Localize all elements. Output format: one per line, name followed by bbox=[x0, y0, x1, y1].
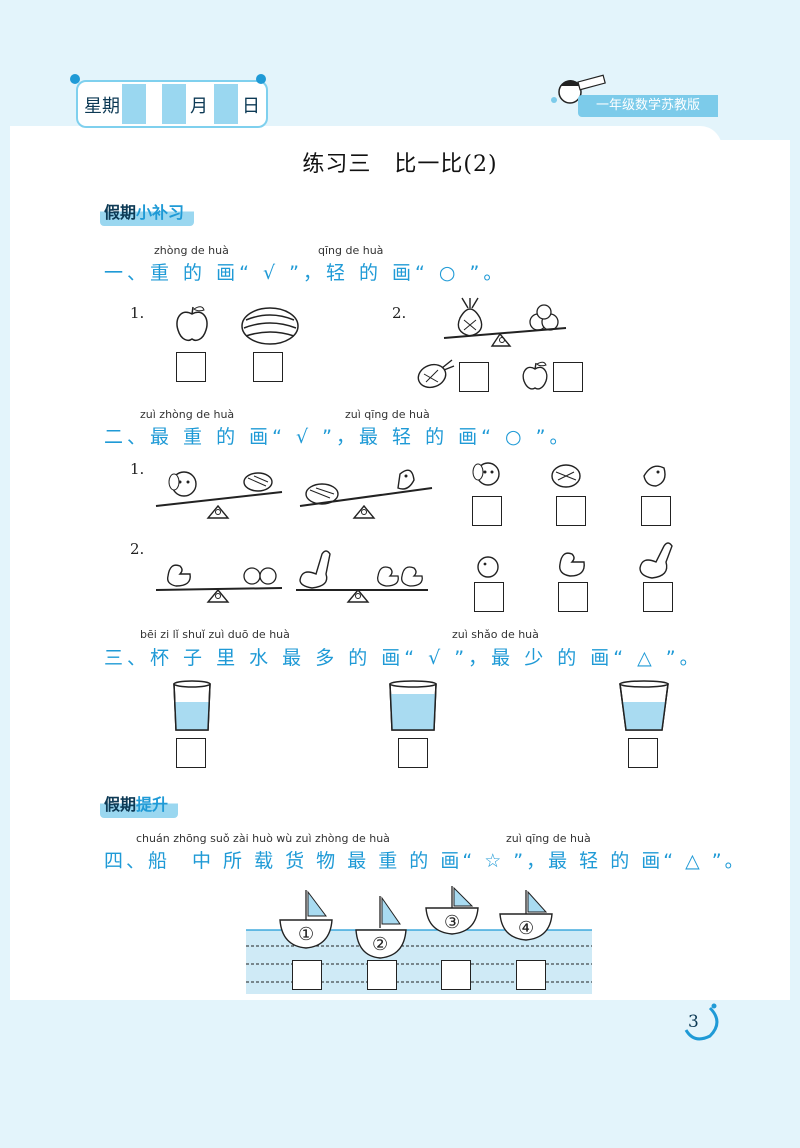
week-label: 星期 bbox=[84, 96, 120, 117]
answer-box[interactable] bbox=[459, 362, 489, 392]
badge-text: 假期 bbox=[104, 203, 137, 222]
boat-4-icon bbox=[499, 890, 553, 941]
answer-box[interactable] bbox=[472, 496, 502, 526]
answer-box[interactable] bbox=[253, 352, 283, 382]
item-number: 2. bbox=[130, 540, 145, 558]
boat-1-icon bbox=[279, 890, 333, 949]
grade-label: 一年级数学苏教版 bbox=[578, 95, 718, 117]
page-card bbox=[10, 126, 722, 1000]
week-field[interactable] bbox=[122, 84, 146, 124]
pinyin: chuán zhōng suǒ zài huò wù zuì zhòng de … bbox=[136, 832, 390, 845]
chick-icon bbox=[477, 556, 499, 578]
answer-box[interactable] bbox=[516, 960, 546, 990]
pinyin: bēi zi lǐ shuǐ zuì duō de huà bbox=[140, 628, 290, 641]
badge-highlight: 小补习 bbox=[136, 203, 185, 222]
badge-text: 假期 bbox=[104, 795, 137, 814]
pinyin: zuì qīng de huà bbox=[506, 832, 591, 845]
answer-box[interactable] bbox=[553, 362, 583, 392]
answer-box[interactable] bbox=[641, 496, 671, 526]
apple-icon bbox=[522, 361, 548, 390]
section-badge: 假期小补习 bbox=[100, 200, 195, 226]
cup-icon bbox=[389, 680, 437, 731]
question-3: 三、杯 子 里 水 最 多 的 画“ √ ”，最 少 的 画“ △ ”。 bbox=[104, 647, 703, 669]
swan-icon bbox=[639, 542, 673, 579]
answer-box[interactable] bbox=[176, 352, 206, 382]
boat-label: ① bbox=[298, 924, 315, 945]
answer-box[interactable] bbox=[628, 738, 658, 768]
boat-2-icon bbox=[355, 896, 407, 959]
question-1: 一、重 的 画“ √ ”，轻 的 画“ ○ ”。 bbox=[104, 262, 507, 284]
answer-box[interactable] bbox=[367, 960, 397, 990]
page-number: 3 bbox=[688, 1012, 699, 1032]
question-2: 二、最 重 的 画“ √ ”，最 轻 的 画“ ○ ”。 bbox=[104, 426, 573, 448]
pinyin: zhòng de huà bbox=[154, 244, 229, 257]
answer-box[interactable] bbox=[643, 582, 673, 612]
day-label: 日 bbox=[242, 96, 260, 117]
boat-label: ② bbox=[372, 934, 389, 955]
item-number: 2. bbox=[392, 304, 407, 322]
balance-swan-ducks-icon bbox=[296, 550, 428, 603]
page-swirl-icon bbox=[684, 1003, 719, 1041]
pin-icon bbox=[70, 74, 80, 84]
day-field[interactable] bbox=[214, 84, 238, 124]
duck-icon bbox=[559, 552, 585, 577]
answer-box[interactable] bbox=[474, 582, 504, 612]
answer-box[interactable] bbox=[441, 960, 471, 990]
badge-highlight: 提升 bbox=[136, 795, 169, 814]
dog-icon bbox=[472, 462, 500, 486]
balance-scale-icon bbox=[443, 297, 567, 347]
question-4: 四、船 中 所 载 货 物 最 重 的 画“ ☆ ”，最 轻 的 画“ △ ”。 bbox=[104, 850, 747, 872]
balance-tiger-bird-icon bbox=[299, 469, 433, 519]
boat-label: ③ bbox=[444, 912, 461, 933]
balance-dog-tiger-icon bbox=[155, 471, 283, 519]
pinyin: zuì zhòng de huà bbox=[140, 408, 235, 421]
month-field[interactable] bbox=[162, 84, 186, 124]
pineapple-icon bbox=[417, 359, 455, 389]
date-box: 星期 月 日 bbox=[76, 80, 268, 128]
pinyin: qīng de huà bbox=[318, 244, 384, 257]
item-number: 1. bbox=[130, 460, 145, 478]
watermelon-icon bbox=[241, 307, 299, 345]
item-number: 1. bbox=[130, 304, 145, 322]
pinyin: zuì shǎo de huà bbox=[452, 628, 539, 641]
pinyin: zuì qīng de huà bbox=[345, 408, 430, 421]
mascot-icon bbox=[551, 74, 606, 104]
answer-box[interactable] bbox=[176, 738, 206, 768]
cup-icon bbox=[173, 680, 211, 731]
tiger-icon bbox=[551, 464, 581, 488]
bird-icon bbox=[643, 465, 666, 487]
month-label: 月 bbox=[190, 96, 208, 117]
answer-box[interactable] bbox=[398, 738, 428, 768]
apple-icon bbox=[176, 306, 208, 342]
balance-duck-chicks-icon bbox=[155, 564, 283, 603]
cup-icon bbox=[619, 680, 669, 731]
boat-3-icon bbox=[425, 886, 479, 935]
answer-box[interactable] bbox=[558, 582, 588, 612]
page-title: 练习三 比一比(2) bbox=[302, 152, 498, 177]
section-badge: 假期提升 bbox=[100, 792, 179, 818]
answer-box[interactable] bbox=[556, 496, 586, 526]
pin-icon bbox=[256, 74, 266, 84]
boat-label: ④ bbox=[518, 918, 535, 939]
answer-box[interactable] bbox=[292, 960, 322, 990]
